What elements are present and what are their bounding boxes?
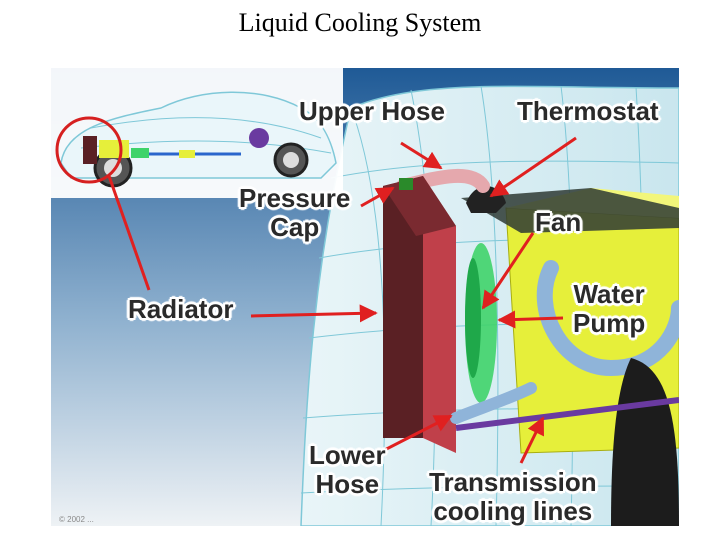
label-water-pump: Water Pump bbox=[573, 280, 645, 338]
label-transmission-line2: cooling lines bbox=[429, 497, 597, 526]
label-pressure-cap: Pressure Cap bbox=[239, 184, 350, 242]
label-upper-hose: Upper Hose bbox=[299, 97, 445, 126]
label-thermostat: Thermostat bbox=[517, 97, 659, 126]
label-fan: Fan bbox=[535, 208, 581, 237]
label-lower-hose-line1: Lower bbox=[309, 441, 386, 470]
label-pressure-cap-line2: Cap bbox=[239, 213, 350, 242]
label-lower-hose-line2: Hose bbox=[309, 470, 386, 499]
label-transmission-line1: Transmission bbox=[429, 468, 597, 497]
cooling-fan bbox=[465, 243, 497, 403]
label-transmission-cooling-lines: Transmission cooling lines bbox=[429, 468, 597, 526]
label-radiator: Radiator bbox=[128, 295, 233, 324]
copyright-notice: © 2002 ... bbox=[59, 515, 94, 524]
pressure-cap bbox=[399, 178, 413, 190]
label-pressure-cap-line1: Pressure bbox=[239, 184, 350, 213]
label-water-pump-line1: Water bbox=[573, 280, 645, 309]
car-inset bbox=[51, 68, 343, 198]
label-lower-hose: Lower Hose bbox=[309, 441, 386, 499]
label-water-pump-line2: Pump bbox=[573, 309, 645, 338]
slide-title: Liquid Cooling System bbox=[0, 8, 720, 38]
radiator bbox=[383, 176, 456, 453]
water-pump-arrow bbox=[499, 318, 563, 320]
cooling-system-illustration: Upper Hose Thermostat Pressure Cap Fan W… bbox=[51, 68, 679, 526]
